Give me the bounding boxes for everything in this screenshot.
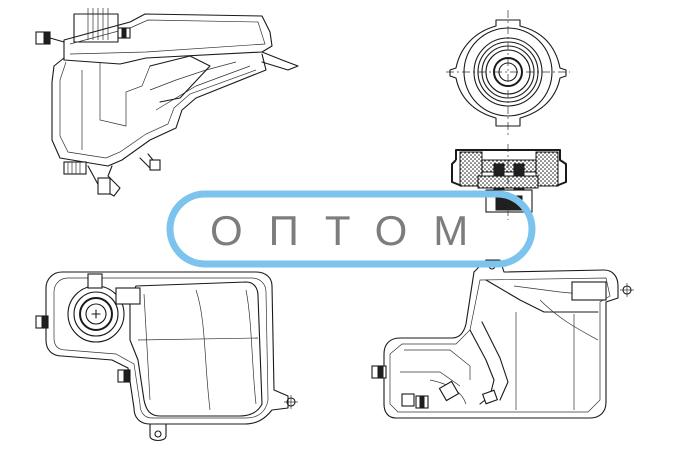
- side-view: [35, 8, 299, 197]
- watermark-text: ОПТОМ: [210, 207, 494, 254]
- cap-section-view: [451, 144, 567, 220]
- cap-top-view: [446, 10, 570, 136]
- watermark: ОПТОМ: [166, 190, 536, 268]
- front-view: [371, 259, 634, 419]
- top-view: [35, 271, 298, 442]
- watermark-ring: [166, 190, 536, 268]
